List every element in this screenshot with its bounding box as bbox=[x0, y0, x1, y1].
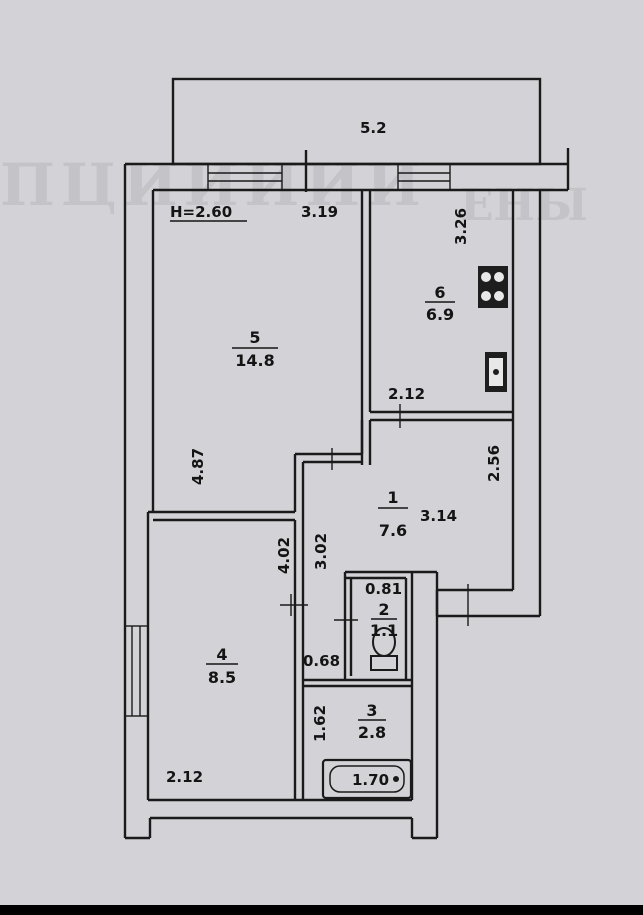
room-6-label: 6 6.9 bbox=[425, 283, 455, 324]
interior-walls bbox=[148, 190, 513, 800]
svg-text:ЕНЫ: ЕНЫ bbox=[460, 180, 588, 231]
svg-text:2.8: 2.8 bbox=[358, 723, 386, 742]
door-markers bbox=[280, 404, 469, 626]
ceiling-height: H=2.60 bbox=[170, 203, 232, 221]
dimension-0-68: 0.68 bbox=[303, 652, 340, 670]
room-2-label: 2 1.1 bbox=[370, 600, 398, 640]
svg-text:8.5: 8.5 bbox=[208, 668, 236, 687]
svg-text:1.1: 1.1 bbox=[370, 621, 398, 640]
dimension-1-70: 1.70 bbox=[352, 771, 389, 789]
svg-text:ПЦИИИИИ: ПЦИИИИИ bbox=[0, 151, 427, 219]
bottom-bar bbox=[0, 905, 643, 915]
dimension-2-56: 2.56 bbox=[485, 445, 503, 482]
windows bbox=[124, 150, 451, 717]
room-5-label: 5 14.8 bbox=[232, 328, 278, 370]
svg-text:14.8: 14.8 bbox=[235, 351, 274, 370]
dimension-3-26: 3.26 bbox=[452, 208, 470, 245]
exterior-walls bbox=[123, 162, 542, 840]
balcony-dimension: 5.2 bbox=[360, 119, 387, 137]
dimension-4-02: 4.02 bbox=[275, 537, 293, 574]
dimension-2-12-kitchen: 2.12 bbox=[388, 385, 425, 403]
svg-text:2: 2 bbox=[378, 600, 389, 619]
svg-text:1: 1 bbox=[387, 488, 398, 507]
room-1-dimension: 3.14 bbox=[420, 507, 457, 525]
dimension-1-62: 1.62 bbox=[311, 705, 329, 742]
dimension-0-81: 0.81 bbox=[365, 580, 402, 598]
svg-text:7.6: 7.6 bbox=[379, 521, 407, 540]
dimension-4-87: 4.87 bbox=[189, 448, 207, 485]
svg-text:6.9: 6.9 bbox=[426, 305, 454, 324]
toilet-icon bbox=[370, 627, 398, 671]
room-3-label: 3 2.8 bbox=[358, 701, 386, 742]
dimension-3-02: 3.02 bbox=[312, 533, 330, 570]
sink-icon bbox=[485, 352, 507, 392]
dimension-2-12-room4: 2.12 bbox=[166, 768, 203, 786]
svg-text:4: 4 bbox=[216, 645, 227, 664]
svg-text:5: 5 bbox=[249, 328, 260, 347]
dimension-3-19: 3.19 bbox=[301, 203, 338, 221]
svg-text:6: 6 bbox=[434, 283, 445, 302]
stove-icon bbox=[478, 266, 508, 308]
room-4-label: 4 8.5 bbox=[206, 645, 238, 687]
bathtub-icon bbox=[321, 758, 413, 800]
background-watermark: ПЦИИИИИ ЕНЫ bbox=[0, 151, 588, 231]
svg-text:3: 3 bbox=[366, 701, 377, 720]
room-1-label: 1 7.6 3.14 bbox=[378, 488, 457, 540]
